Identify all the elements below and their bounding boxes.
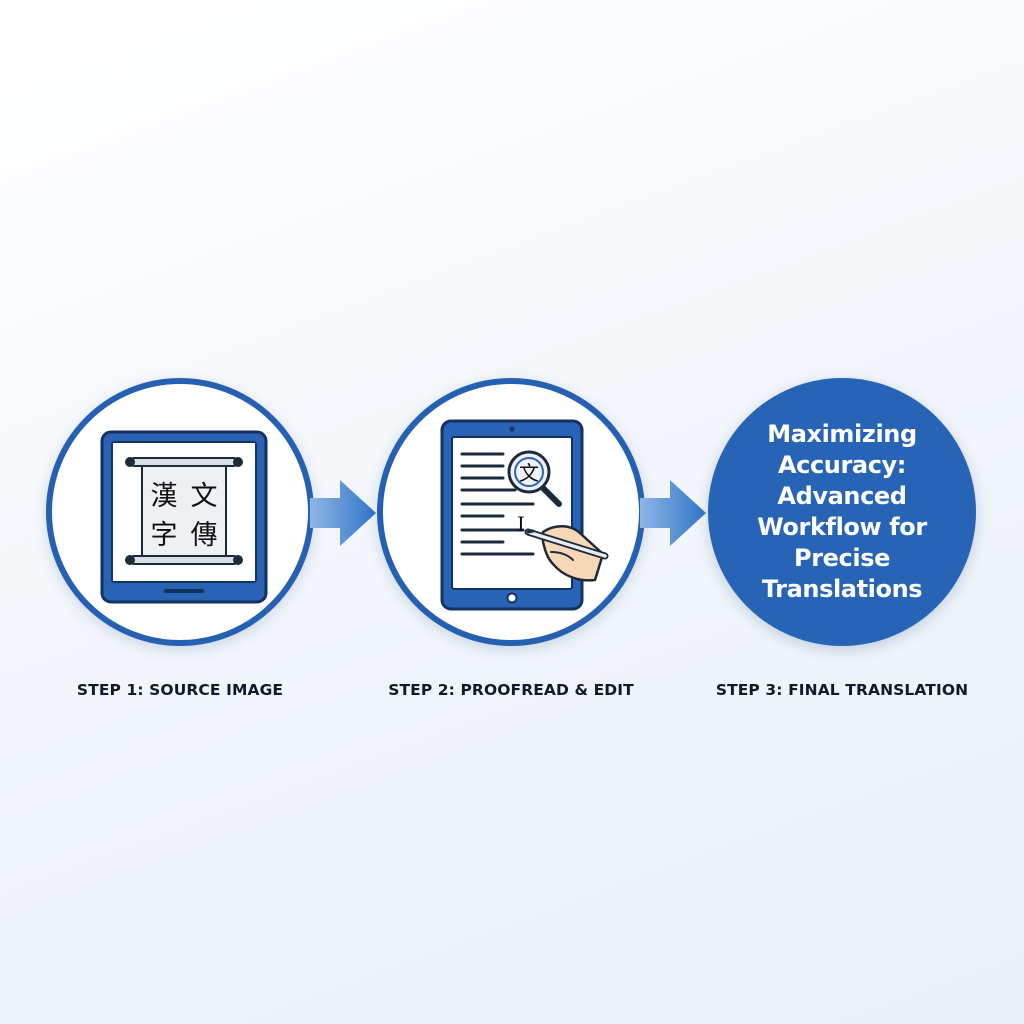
step-2-circle: 文 I [377,378,645,646]
tablet-document-edit-icon: 文 I [440,419,609,611]
magnifier-char: 文 [519,461,539,485]
final-text-line-1: Maximizing [767,420,917,448]
arrow-right-icon [310,480,376,546]
scroll-char-2: 文 [191,481,218,512]
final-text-line-4: Workflow for [757,513,927,541]
final-text-line-3: Advanced [777,482,907,510]
step-2-caption: STEP 2: PROOFREAD & EDIT [388,681,634,699]
scroll-char-1: 漢 [151,481,178,512]
final-text-line-5: Precise [794,544,890,572]
step-1-circle: 漢 文 字 傳 [46,378,314,646]
scroll-char-3: 字 [151,520,178,551]
scroll-char-4: 傳 [191,520,218,551]
tablet-scroll-icon: 漢 文 字 傳 [100,430,268,604]
final-translation-text: Maximizing Accuracy: Advanced Workflow f… [742,419,942,605]
step-3-caption: STEP 3: FINAL TRANSLATION [715,681,969,699]
step-1-caption: STEP 1: SOURCE IMAGE [76,681,284,699]
step-3-circle: Maximizing Accuracy: Advanced Workflow f… [708,378,976,646]
hand-pen-icon [524,525,609,582]
final-text-line-6: Translations [761,575,923,603]
final-text-line-2: Accuracy: [777,451,906,479]
text-cursor-glyph: I [517,512,525,536]
arrow-right-icon [640,480,706,546]
